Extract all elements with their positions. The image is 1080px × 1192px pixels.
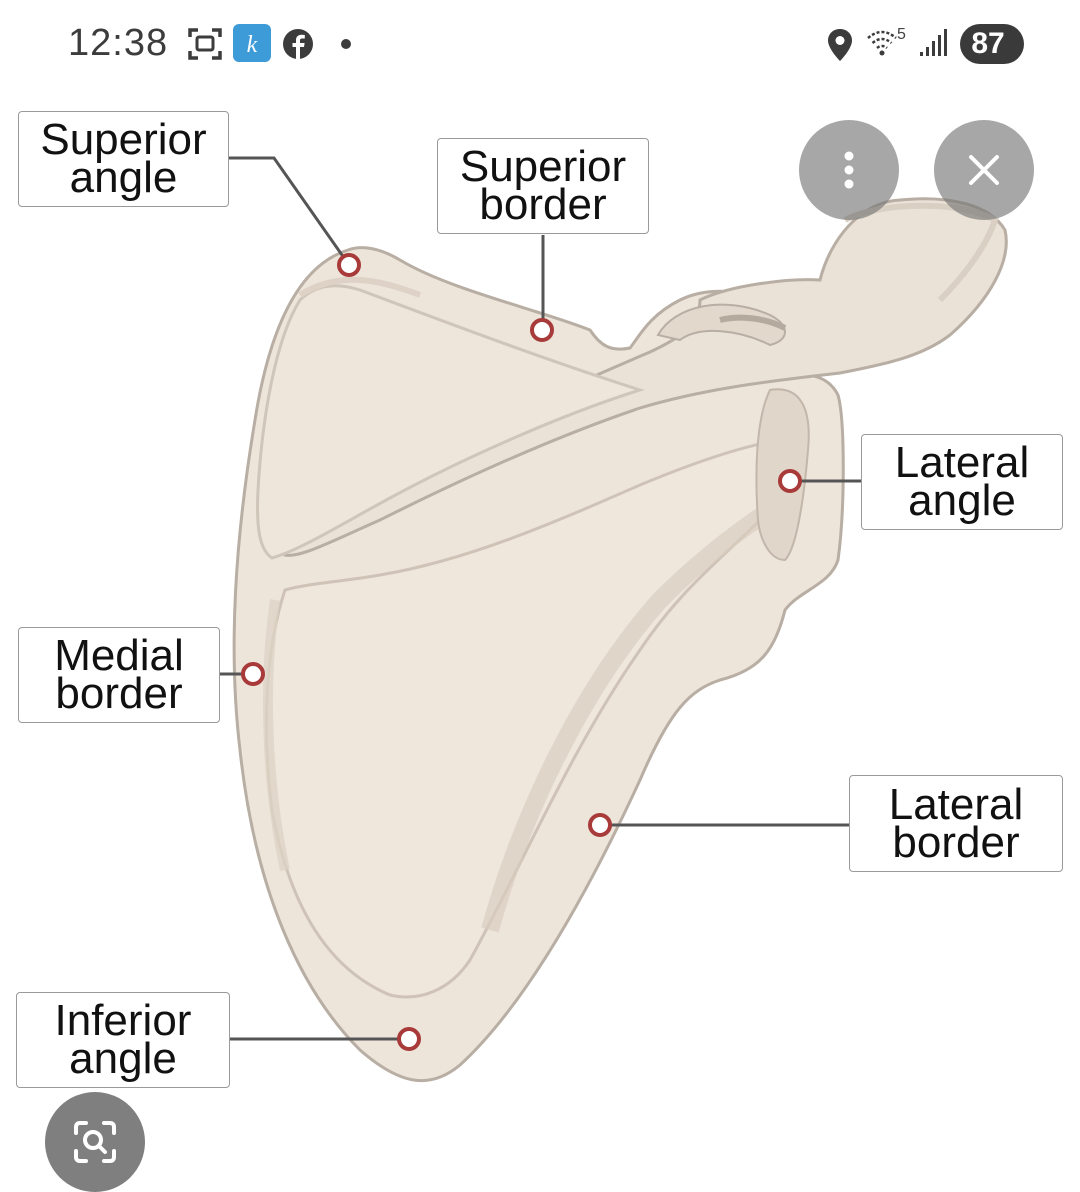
label-superior-border: Superior border — [437, 138, 649, 234]
close-icon — [969, 155, 999, 185]
label-medial-border-line2: border — [55, 669, 183, 718]
lens-search-icon — [74, 1121, 116, 1163]
wifi-badge: 5 — [897, 26, 906, 43]
label-lateral-border-line1: Lateral — [888, 779, 1024, 829]
label-superior-border-line1: Superior — [459, 142, 627, 191]
status-time: 12:38 — [68, 22, 169, 64]
kindle-app-icon: k — [233, 24, 271, 62]
scapula-illustration — [220, 156, 1008, 1083]
label-medial-border-line1: Medial — [54, 631, 184, 680]
supraspinous-fossa — [256, 284, 645, 560]
more-options-button[interactable] — [799, 120, 899, 220]
label-lateral-border-line2: border — [892, 817, 1020, 867]
notification-dot-icon — [341, 39, 351, 49]
battery-level: 87 — [971, 27, 1005, 60]
label-lateral-angle: Lateral angle — [861, 434, 1063, 530]
label-superior-border-line2: border — [479, 180, 607, 229]
label-lateral-border: Lateral border — [849, 775, 1063, 872]
signal-icon — [920, 29, 947, 56]
scapula-diagram: Superior angle Superior border Lateral a… — [0, 90, 1080, 1186]
leader-superior-angle — [228, 156, 351, 266]
label-inferior-angle-line1: Inferior — [54, 996, 192, 1045]
lens-search-button[interactable] — [45, 1092, 145, 1192]
wifi-icon — [867, 30, 897, 56]
marker-lateral-border — [588, 813, 612, 837]
label-superior-angle-line2: angle — [69, 153, 178, 202]
location-icon — [828, 29, 852, 61]
marker-inferior-angle — [397, 1027, 421, 1051]
close-button[interactable] — [934, 120, 1034, 220]
label-superior-angle-line1: Superior — [40, 115, 207, 164]
marker-superior-angle — [337, 253, 361, 277]
marker-medial-border — [241, 662, 265, 686]
scapula-coracoid — [656, 303, 786, 347]
more-options-icon — [844, 151, 854, 189]
screenshot-icon — [188, 28, 222, 60]
label-lateral-angle-line1: Lateral — [894, 438, 1030, 487]
marker-superior-border — [530, 318, 554, 342]
infraspinous-fossa — [264, 438, 792, 999]
label-lateral-angle-line2: angle — [908, 476, 1016, 525]
leader-lines — [220, 156, 862, 1041]
status-bar: 12:38 k 5 87 — [0, 0, 1080, 90]
label-inferior-angle-line2: angle — [69, 1034, 177, 1083]
marker-lateral-angle — [778, 469, 802, 493]
svg-text:k: k — [247, 32, 258, 58]
label-superior-angle: Superior angle — [18, 111, 229, 207]
label-medial-border: Medial border — [18, 627, 220, 723]
battery-icon: 87 — [960, 24, 1024, 64]
facebook-icon — [283, 29, 313, 59]
label-inferior-angle: Inferior angle — [16, 992, 230, 1088]
